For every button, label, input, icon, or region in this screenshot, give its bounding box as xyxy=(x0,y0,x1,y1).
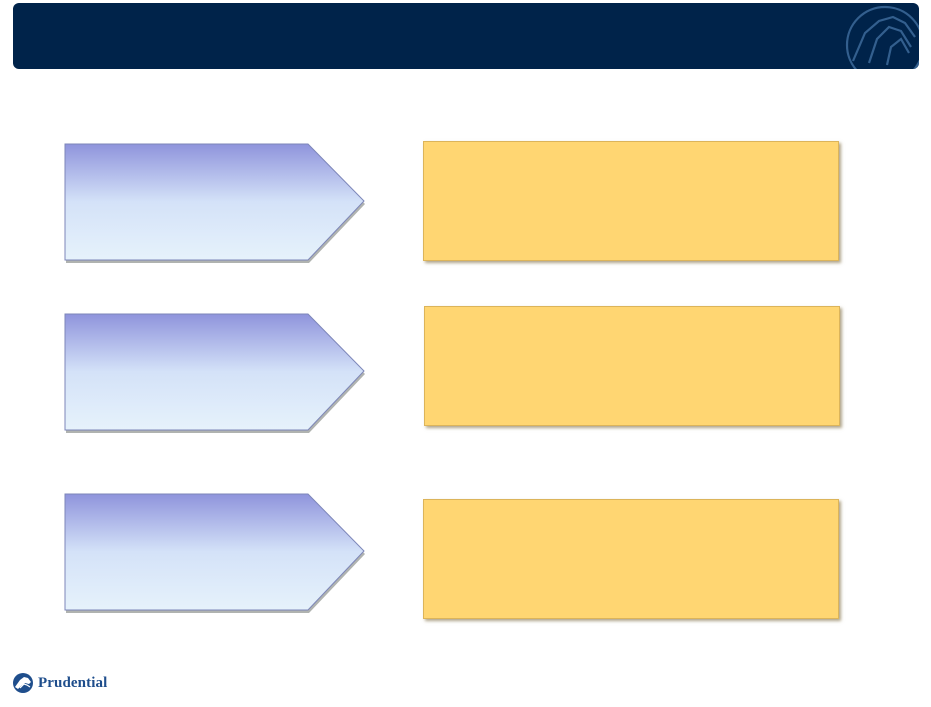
description-box-2 xyxy=(424,306,840,426)
description-box-text xyxy=(424,142,838,260)
description-box-text xyxy=(424,500,838,618)
process-arrow-label xyxy=(62,311,308,435)
rock-of-gibraltar-icon xyxy=(845,5,919,69)
process-arrow-2 xyxy=(62,311,368,435)
header-bar xyxy=(13,3,919,69)
description-box-text xyxy=(425,307,839,425)
process-arrow-3 xyxy=(62,491,368,615)
process-arrow-label xyxy=(62,491,308,615)
description-box-3 xyxy=(423,499,839,619)
brand-name: Prudential xyxy=(38,674,108,691)
process-arrow-label xyxy=(62,141,308,265)
prudential-logo: Prudential xyxy=(12,670,107,696)
description-box-1 xyxy=(423,141,839,261)
process-arrow-1 xyxy=(62,141,368,265)
prudential-rock-icon xyxy=(13,673,33,693)
